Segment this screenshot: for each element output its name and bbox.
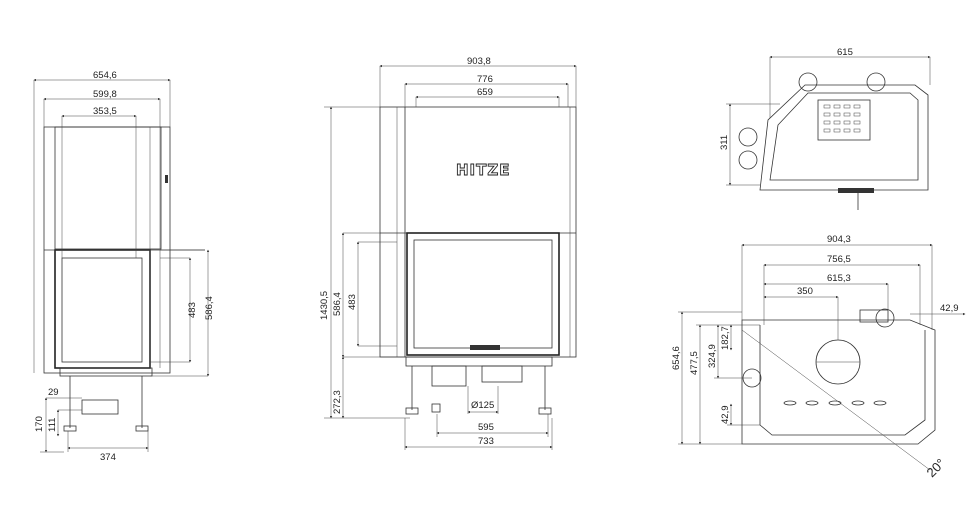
dim-plan-756: 756,5 [827, 254, 851, 265]
top-view: 615 311 [719, 47, 931, 210]
side-door [406, 232, 560, 356]
plan-outline [741, 319, 936, 445]
dim-plan-angle: 20° [924, 456, 949, 481]
front-upper-panel [54, 126, 162, 250]
dim-plan-904: 904,3 [827, 234, 851, 245]
dim-side-776: 776 [477, 74, 493, 85]
dim-side-903: 903,8 [467, 56, 491, 67]
dim-plan-654: 654,6 [671, 346, 682, 370]
dim-plan-182: 182,7 [720, 326, 731, 350]
dim-front-170: 170 [34, 416, 45, 432]
dim-front-654: 654,6 [93, 70, 117, 81]
dim-front-599: 599,8 [93, 89, 117, 100]
plan-view: 904,3 756,5 615,3 350 42,9 654,6 477,5 3… [671, 234, 966, 481]
dim-front-483: 483 [187, 302, 198, 318]
dim-side-1430: 1430,5 [319, 291, 330, 320]
dim-side-272: 272,3 [332, 390, 343, 414]
dim-front-111: 111 [47, 418, 58, 432]
dim-side-586: 586,4 [332, 292, 343, 316]
top-outline [759, 84, 929, 191]
dim-front-586: 586,4 [204, 296, 215, 320]
dim-plan-42-side: 42,9 [720, 406, 731, 425]
dim-plan-42-top: 42,9 [940, 303, 959, 314]
dim-front-374: 374 [100, 452, 116, 463]
dim-side-659: 659 [477, 87, 493, 98]
dim-plan-477: 477,5 [689, 351, 700, 375]
dim-front-29: 29 [48, 387, 59, 398]
dim-plan-324: 324,9 [707, 344, 718, 368]
dim-side-733: 733 [478, 436, 494, 447]
dim-front-353: 353,5 [93, 106, 117, 117]
dim-side-483: 483 [347, 294, 358, 310]
dim-top-311: 311 [719, 135, 730, 150]
top-grate [817, 99, 871, 141]
side-body [379, 106, 577, 358]
front-view: 654,6 599,8 353,5 483 586,4 29 170 111 3… [33, 70, 215, 463]
brand-logo: HITZE [456, 161, 511, 179]
dim-plan-615: 615,3 [827, 273, 851, 284]
dim-plan-350: 350 [797, 286, 813, 297]
dim-side-595: 595 [478, 422, 494, 433]
front-door [54, 249, 151, 369]
side-view: HITZE [319, 56, 577, 450]
dim-top-615: 615 [837, 47, 853, 58]
dim-side-flue: Ø125 [471, 400, 494, 411]
